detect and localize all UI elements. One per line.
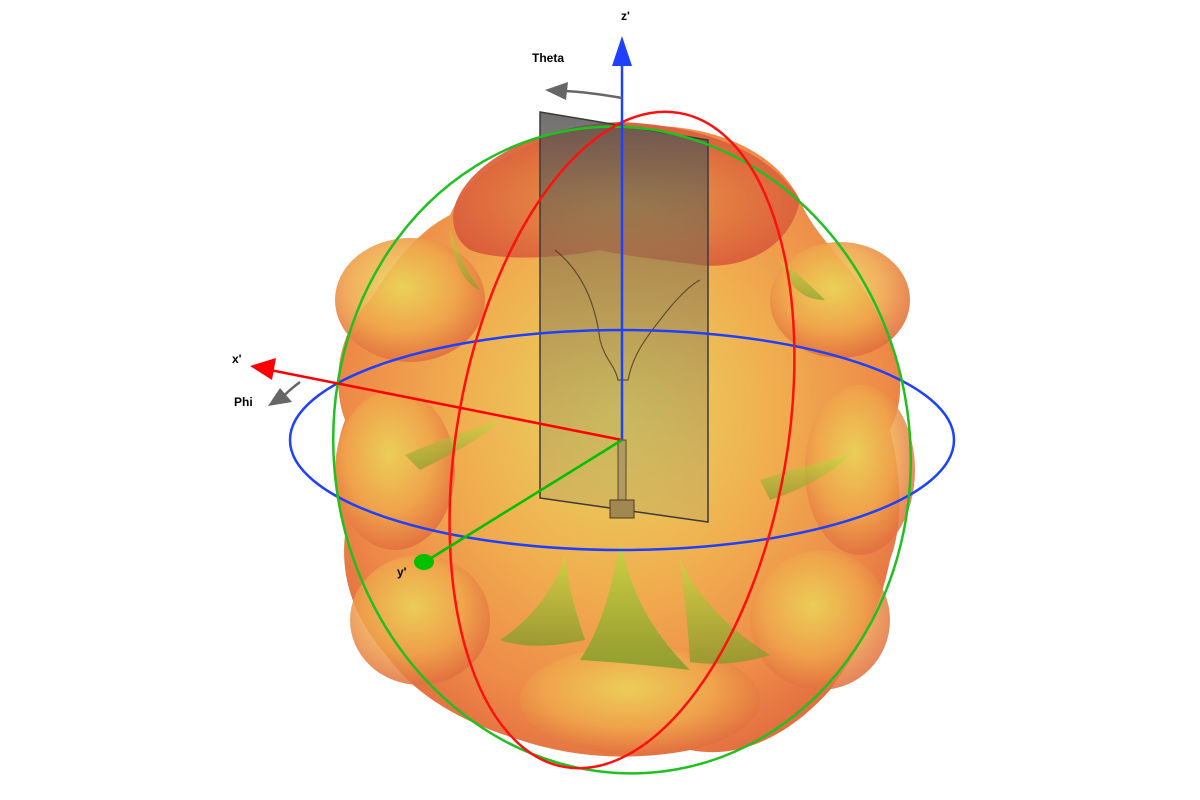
axis-triad [250,36,632,570]
x-axis-label: x' [232,352,242,366]
x-axis-arrowhead [250,358,276,380]
y-axis-arrowhead [414,554,434,570]
z-axis-arrowhead [612,36,632,66]
pattern-null-mid-right [760,455,850,500]
pattern-lower-right-lobe [750,550,890,690]
pattern-lower-left-lobe [350,555,490,685]
rotation-indicators [268,82,623,406]
pattern-null-bottom-center [580,540,690,670]
y-axis-label: y' [397,565,407,579]
pattern-mid-left-lobe [335,390,455,550]
theta-reference-circle-green [332,125,912,775]
phi-label: Phi [234,395,253,409]
y-axis [427,438,623,562]
phi-rotation-arrowhead [268,388,292,406]
theta-label: Theta [532,51,564,65]
theta-reference-circle-red [448,110,796,770]
antenna-model [539,111,709,523]
pattern-upper-left-lobe [335,238,485,362]
radiation-pattern-surface [335,122,915,757]
antenna-feed-connector [609,499,635,519]
x-axis [269,368,623,442]
theta-rotation-arc [564,89,623,100]
pattern-null-upper-right [780,260,825,300]
pattern-bottom-lobe [520,645,760,755]
pattern-null-bottom-right [680,560,770,664]
pattern-null-bottom-left [500,555,585,646]
pattern-null-mid-left [405,420,500,470]
pattern-mid-right-lobe [805,385,915,555]
z-axis-label: z' [621,9,630,23]
pattern-upper-right-lobe [770,242,910,358]
theta-rotation-arrowhead [545,82,568,100]
antenna-radiator-cutout [554,249,701,381]
antenna-feed-line [617,439,627,501]
